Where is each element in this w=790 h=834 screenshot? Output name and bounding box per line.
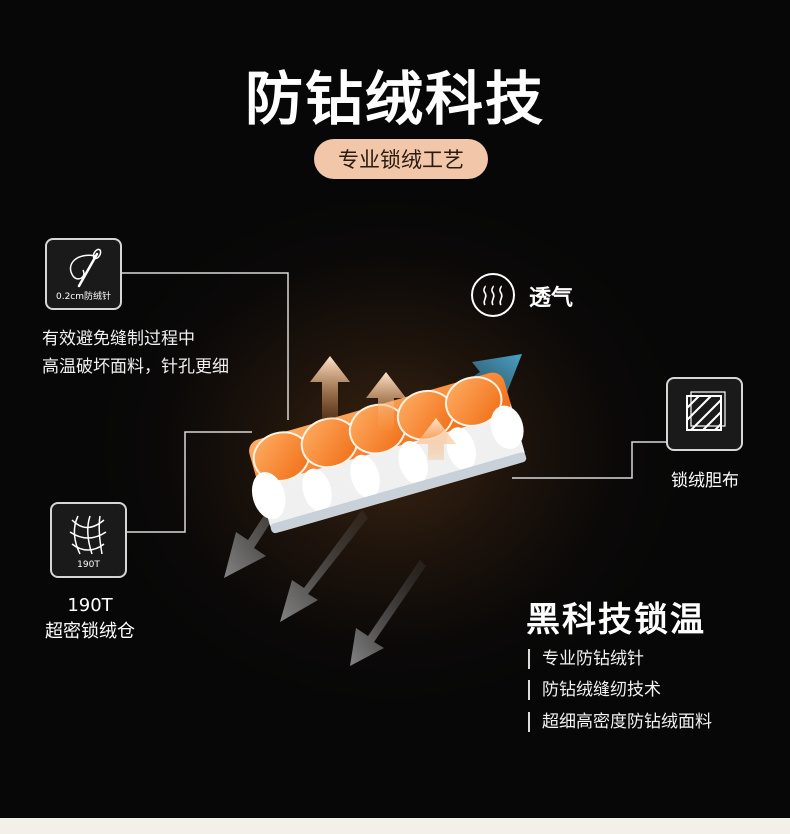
chamber-label-line2: 超密锁绒仓 xyxy=(45,621,135,642)
tech-heading: 黑科技锁温 xyxy=(526,600,706,640)
warm-arrows xyxy=(310,356,456,460)
needle-desc-line2: 高温破坏面料，针孔更细 xyxy=(42,357,229,377)
fabric-icon xyxy=(686,391,726,431)
breathable-label: 透气 xyxy=(529,286,574,311)
tech-bullet-2: 防钻绒缝纫技术 xyxy=(528,680,661,700)
needle-desc-line1: 有效避免缝制过程中 xyxy=(42,329,195,349)
connector-lines xyxy=(121,272,667,533)
chamber-label-line1: 190T xyxy=(67,595,113,616)
needle-description: 有效避免缝制过程中 高温破坏面料，针孔更细 xyxy=(42,325,229,381)
subtitle-badge: 专业锁绒工艺 xyxy=(314,139,488,179)
chamber-label: 190T 超密锁绒仓 xyxy=(40,593,140,645)
tech-bullet-1: 专业防钻绒针 xyxy=(528,649,644,669)
needle-icon-box: 0.2cm防绒针 xyxy=(45,238,122,310)
tech-bullet-3: 超细高密度防钻绒面料 xyxy=(528,712,712,732)
chamber-icon-box: 190T xyxy=(50,502,127,578)
needle-icon xyxy=(69,248,102,288)
fabric-label: 锁绒胆布 xyxy=(671,471,739,491)
bottom-strip xyxy=(0,818,790,834)
needle-caption: 0.2cm防绒针 xyxy=(55,292,112,302)
chamber-caption: 190T xyxy=(77,560,100,570)
page-title: 防钻绒科技 xyxy=(244,65,545,133)
breathable-icon xyxy=(471,273,515,317)
fabric-icon-box xyxy=(666,377,743,451)
mesh-icon xyxy=(69,515,107,555)
